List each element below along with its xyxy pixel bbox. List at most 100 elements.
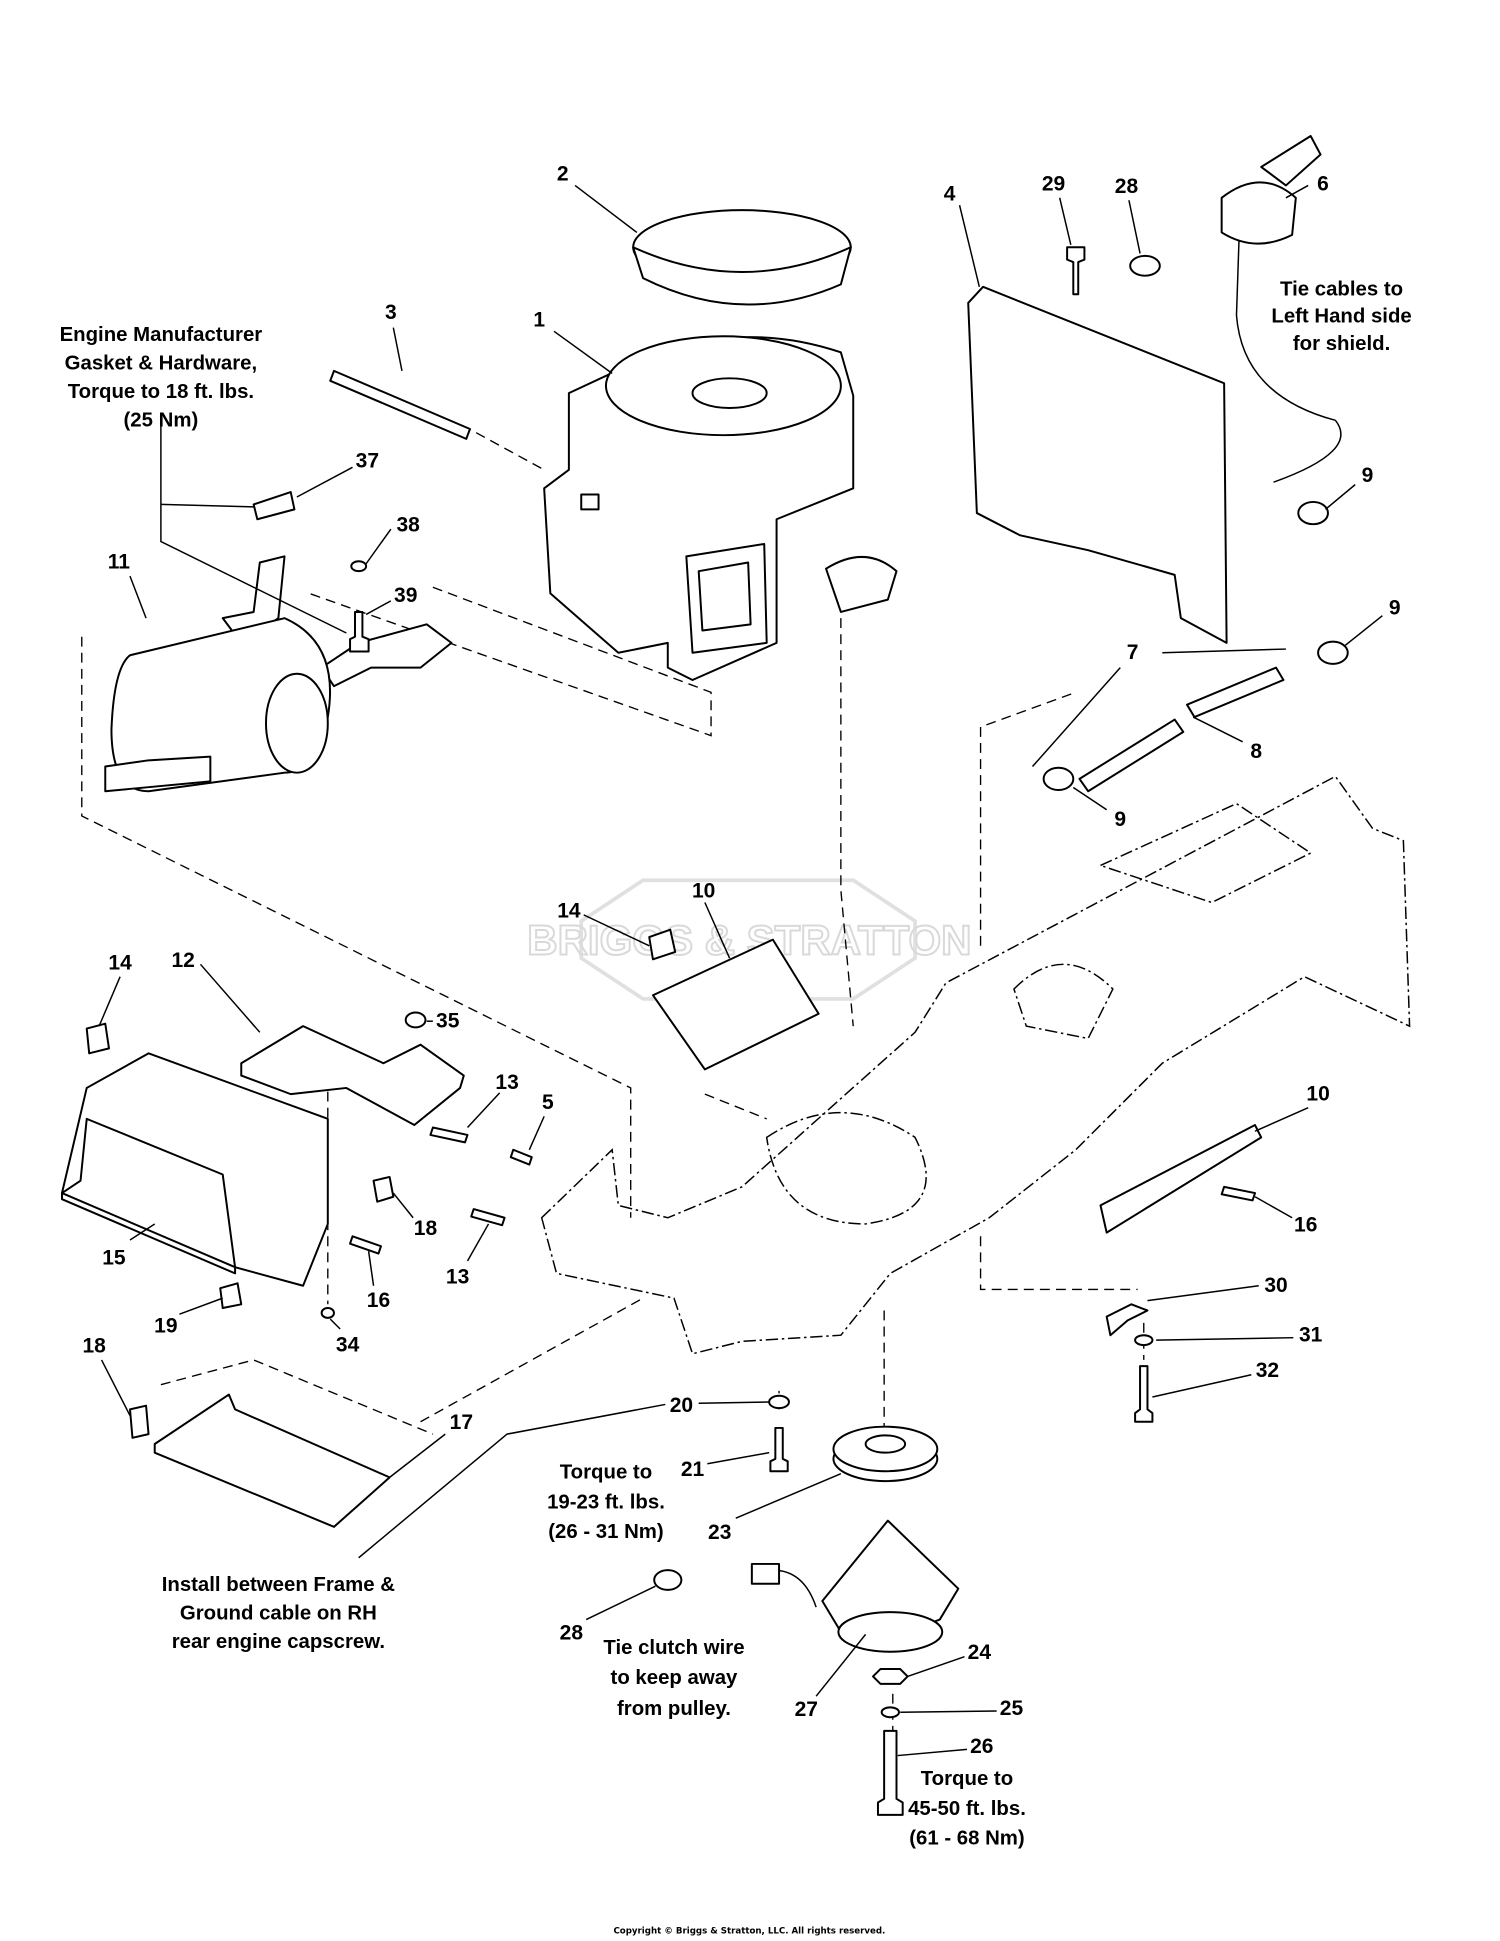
callout-6: 6 [1317, 172, 1329, 195]
svg-text:Engine Manufacturer: Engine Manufacturer [60, 324, 263, 346]
callout-10: 10 [692, 880, 715, 903]
svg-text:Gasket & Hardware,: Gasket & Hardware, [65, 353, 258, 375]
callout-18: 18 [82, 1335, 106, 1358]
callout-5: 5 [542, 1091, 554, 1114]
callout-25: 25 [1000, 1697, 1024, 1720]
part-16-screw [349, 1235, 382, 1255]
part-6-control [1220, 135, 1342, 483]
part-28-clamp [653, 1569, 683, 1591]
note-tie-cables: Tie cables to Left Hand side for shield. [1271, 278, 1411, 354]
part-13-screw [429, 1126, 469, 1144]
part-13-screw [470, 1208, 506, 1227]
part-18-nut [129, 1404, 150, 1439]
part-1-engine [543, 335, 898, 681]
part-10-bracket [651, 938, 820, 1071]
callout-35: 35 [436, 1009, 460, 1032]
svg-text:(26 - 31 Nm): (26 - 31 Nm) [548, 1521, 664, 1543]
callout-14: 14 [108, 951, 132, 974]
callout-numbers: 1 2 3 4 5 6 7 8 9 9 9 10 10 11 12 13 13 … [82, 163, 1400, 1759]
part-15-cover [61, 1192, 237, 1275]
svg-text:(61 - 68 Nm): (61 - 68 Nm) [909, 1828, 1024, 1850]
callout-4: 4 [944, 182, 956, 205]
note-torque-26: Torque to 45-50 ft. lbs. (61 - 68 Nm) [908, 1768, 1026, 1849]
part-27-clutch [750, 1519, 960, 1653]
part-31-washer [1134, 1334, 1154, 1347]
callout-16: 16 [367, 1289, 390, 1312]
part-38-washer [350, 560, 368, 573]
part-11-muffler [104, 617, 332, 793]
part-8-tube [1186, 666, 1285, 719]
svg-text:Left Hand side: Left Hand side [1271, 306, 1411, 328]
part-23-pulley [832, 1425, 939, 1483]
note-engine-gasket: Engine Manufacturer Gasket & Hardware, T… [60, 324, 263, 431]
part-37-gasket [252, 491, 296, 521]
part-24-nut [872, 1668, 909, 1685]
part-11-exhaust-pipe [320, 623, 453, 688]
callout-37: 37 [356, 449, 379, 472]
note-torque-21: Torque to 19-23 ft. lbs. (26 - 31 Nm) [547, 1462, 665, 1543]
callout-31: 31 [1299, 1323, 1323, 1346]
part-9-clamp [1317, 640, 1349, 665]
part-19-nut [219, 1282, 243, 1310]
svg-text:to keep away: to keep away [611, 1667, 739, 1689]
part-2-ring [632, 209, 852, 306]
svg-text:Torque to: Torque to [921, 1768, 1013, 1790]
callout-23: 23 [708, 1521, 731, 1544]
svg-text:19-23 ft. lbs.: 19-23 ft. lbs. [547, 1491, 665, 1513]
callout-34: 34 [336, 1333, 360, 1356]
callout-18: 18 [414, 1217, 438, 1240]
callout-9: 9 [1362, 464, 1374, 487]
part-35-nut [404, 1011, 427, 1029]
part-14-clip [648, 928, 677, 961]
part-8-tube [1078, 718, 1185, 793]
svg-text:(25 Nm): (25 Nm) [124, 410, 199, 432]
callout-16: 16 [1294, 1213, 1317, 1236]
callout-17: 17 [450, 1411, 473, 1434]
svg-text:Install between Frame &: Install between Frame & [162, 1574, 396, 1596]
callout-7: 7 [1127, 641, 1139, 664]
part-25-washer [880, 1706, 900, 1719]
callout-26: 26 [970, 1735, 993, 1758]
callout-2: 2 [557, 163, 569, 186]
svg-text:for shield.: for shield. [1293, 333, 1390, 355]
callout-32: 32 [1256, 1359, 1279, 1382]
callout-13: 13 [446, 1265, 469, 1288]
callout-12: 12 [171, 949, 194, 972]
frame [540, 775, 1411, 1355]
part-14-clip [85, 1022, 110, 1055]
callout-15: 15 [102, 1247, 126, 1270]
part-12-plate [240, 1025, 465, 1127]
callout-19: 19 [154, 1315, 177, 1338]
callout-27: 27 [795, 1698, 818, 1721]
callout-11: 11 [108, 551, 131, 574]
callout-10: 10 [1306, 1082, 1329, 1105]
callout-38: 38 [396, 514, 420, 537]
callout-9: 9 [1114, 808, 1126, 831]
part-20-washer [768, 1394, 790, 1410]
part-26-bolt [876, 1729, 904, 1816]
leader-lines [98, 184, 1383, 1757]
svg-text:Tie cables to: Tie cables to [1280, 278, 1403, 300]
callout-24: 24 [968, 1641, 992, 1664]
svg-text:45-50 ft. lbs.: 45-50 ft. lbs. [908, 1798, 1026, 1820]
part-32-bolt [1134, 1365, 1154, 1423]
callout-13: 13 [495, 1071, 518, 1094]
part-9-clamp [1297, 500, 1329, 526]
note-tie-clutch: Tie clutch wire to keep away from pulley… [603, 1637, 744, 1720]
part-18-nut [372, 1175, 395, 1203]
part-28-clamp [1129, 254, 1161, 277]
svg-text:Ground cable on RH: Ground cable on RH [180, 1603, 377, 1625]
svg-text:from pulley.: from pulley. [617, 1698, 731, 1720]
callout-21: 21 [681, 1458, 705, 1481]
callout-9: 9 [1389, 596, 1401, 619]
part-16-screw [1220, 1185, 1257, 1202]
svg-text:Tie clutch wire: Tie clutch wire [603, 1637, 744, 1659]
part-30-bracket [1105, 1303, 1149, 1337]
callout-3: 3 [385, 301, 397, 324]
callout-28: 28 [560, 1621, 584, 1644]
callout-39: 39 [394, 584, 417, 607]
part-39-bolt [349, 610, 370, 653]
part-17-plate [153, 1393, 391, 1528]
